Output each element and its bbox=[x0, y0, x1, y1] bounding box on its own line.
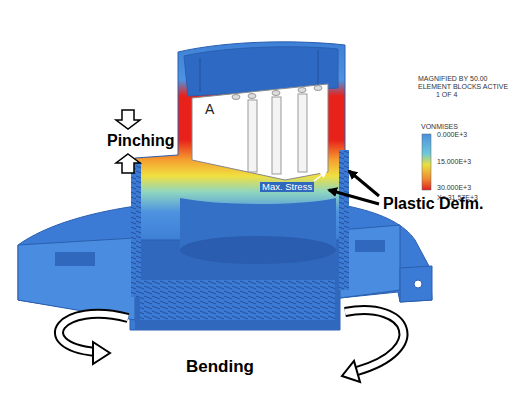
bending-arrow-head bbox=[93, 342, 110, 364]
insert-pin bbox=[232, 95, 240, 100]
max-stress-arrow bbox=[314, 172, 326, 181]
stress-note: Max. Stress bbox=[260, 182, 314, 192]
bending-arrow-head bbox=[342, 361, 360, 382]
bore-opening bbox=[180, 236, 336, 264]
plot-info: ELEMENT BLOCKS ACTIVE bbox=[418, 83, 508, 91]
pinch-arrow-up bbox=[116, 154, 140, 173]
tube-inner-wall bbox=[184, 47, 338, 96]
insert-rib bbox=[298, 94, 307, 172]
colorbar-tick: 0.000E+3 bbox=[437, 131, 467, 139]
slot-line bbox=[200, 58, 201, 92]
base-groove bbox=[355, 240, 385, 252]
colorbar-tick: 30.000E+3 bbox=[437, 184, 471, 192]
slot-line bbox=[318, 50, 319, 86]
base-groove bbox=[55, 252, 95, 266]
insert-pin bbox=[272, 91, 280, 96]
leader-arrow bbox=[349, 171, 379, 196]
bore-thread bbox=[140, 280, 335, 320]
colorbar-title: VONMISES bbox=[421, 123, 458, 131]
plot-info: MAGNIFIED BY 50.00 bbox=[418, 75, 488, 83]
part-letter: A bbox=[205, 102, 214, 117]
insert-part bbox=[192, 84, 328, 180]
color-bar bbox=[422, 134, 431, 190]
base-cut-face-left bbox=[18, 238, 135, 320]
tab-hole bbox=[414, 280, 422, 288]
thread-left bbox=[131, 162, 141, 297]
pinch-arrow-down bbox=[116, 110, 140, 129]
colorbar-max: X= 31.57E+3 bbox=[437, 194, 478, 202]
insert-pin bbox=[314, 86, 322, 91]
mounting-tab bbox=[400, 266, 432, 302]
insert-rib bbox=[272, 97, 281, 174]
thread-right bbox=[339, 150, 349, 290]
callout-label: Pinching bbox=[107, 132, 175, 150]
insert-pin bbox=[248, 94, 256, 99]
insert-pin bbox=[298, 88, 306, 93]
plot-info: 1 OF 4 bbox=[436, 91, 457, 99]
colorbar-tick: 15.000E+3 bbox=[437, 158, 471, 166]
insert-rib bbox=[248, 100, 257, 172]
leader-arrow bbox=[329, 190, 379, 204]
callout-label: Bending bbox=[186, 358, 254, 377]
